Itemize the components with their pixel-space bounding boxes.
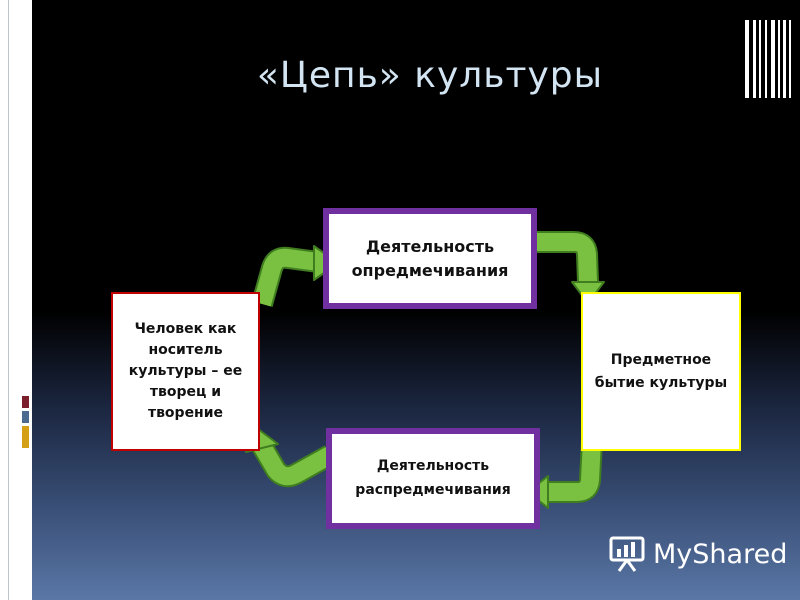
node-person-label: Человек как носитель культуры – ее творе…: [128, 321, 243, 421]
node-being: Предметное бытие культуры: [581, 292, 741, 451]
arrow-person-to-objectification: [251, 246, 320, 307]
strip-marks: [22, 396, 29, 451]
presentation-board-icon: [609, 536, 645, 572]
myshared-logo: MyShared: [607, 535, 787, 573]
node-deobjectification-label: Деятельность распредмечивания: [355, 457, 511, 498]
node-person: Человек как носитель культуры – ее творе…: [111, 292, 260, 451]
arrow-deobjectification-to-person: [252, 440, 336, 488]
vertical-lines-icon: [745, 20, 791, 98]
left-decorative-strip: [0, 0, 32, 600]
strip-line: [8, 0, 9, 600]
node-deobjectification: Деятельность распредмечивания: [326, 428, 540, 529]
arrow-objectification-to-being: [531, 231, 599, 283]
node-objectification-label: Деятельность опредмечивания: [351, 236, 509, 280]
logo-text: MyShared: [653, 538, 788, 570]
node-being-label: Предметное бытие культуры: [594, 352, 728, 391]
node-objectification: Деятельность опредмечивания: [323, 208, 537, 309]
slide-title: «Цепь» культуры: [256, 55, 604, 96]
